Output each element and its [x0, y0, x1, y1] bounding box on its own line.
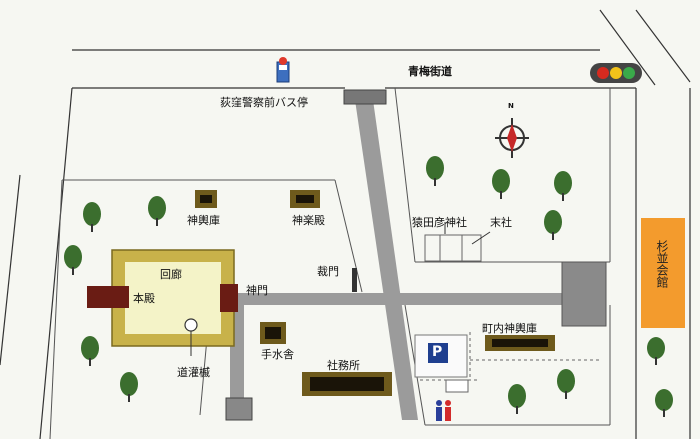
- traffic-light-yellow: [610, 67, 622, 79]
- east-building: [561, 261, 607, 327]
- traffic-light-green: [623, 67, 635, 79]
- compass-icon: [495, 118, 529, 158]
- south-gate: [225, 397, 253, 421]
- honden-label: 本殿: [133, 292, 155, 305]
- kairo-label: 回廊: [160, 268, 182, 281]
- small-buildings: [195, 190, 555, 396]
- kagura-den-label: 神楽殿: [292, 214, 325, 227]
- saimon-label: 裁門: [317, 265, 339, 278]
- suginami-hall: [641, 218, 685, 328]
- toro-marker: [184, 318, 198, 332]
- shrine-paths: [226, 100, 566, 420]
- chonai-mikoshigura-label: 町内神輿庫: [482, 322, 537, 335]
- bus-stop-label: 荻窪警察前バス停: [220, 96, 308, 109]
- parking-spot: [445, 379, 469, 393]
- shinmon-label: 神門: [246, 284, 268, 297]
- shinmon-gate: [220, 284, 238, 312]
- temizusha-label: 手水舎: [261, 348, 294, 361]
- massha-label: 末社: [490, 216, 512, 229]
- mikoshigura-label: 神輿庫: [187, 214, 220, 227]
- compass-label: N: [508, 102, 514, 110]
- sarutahiko-shrine: [424, 234, 482, 262]
- traffic-light-red: [597, 67, 609, 79]
- honden-building: [87, 286, 129, 308]
- kairo-courtyard: [125, 262, 221, 334]
- shamusho-label: 社務所: [327, 359, 360, 372]
- saimon-post: [352, 268, 357, 292]
- parking-label: P: [432, 344, 443, 360]
- sarutahiko-label: 猿田彦神社: [412, 216, 467, 229]
- road-lines: [0, 9, 691, 439]
- pedestrian-icon: [436, 400, 451, 421]
- trees: [64, 156, 673, 417]
- parking-sign: [428, 343, 448, 363]
- suginami-hall-label: 杉並会館: [655, 240, 669, 288]
- road-label: 青梅街道: [408, 65, 452, 78]
- north-gate: [343, 89, 387, 105]
- toro-label: 道灌槭: [177, 366, 210, 379]
- bus-stop-icon: [276, 57, 290, 83]
